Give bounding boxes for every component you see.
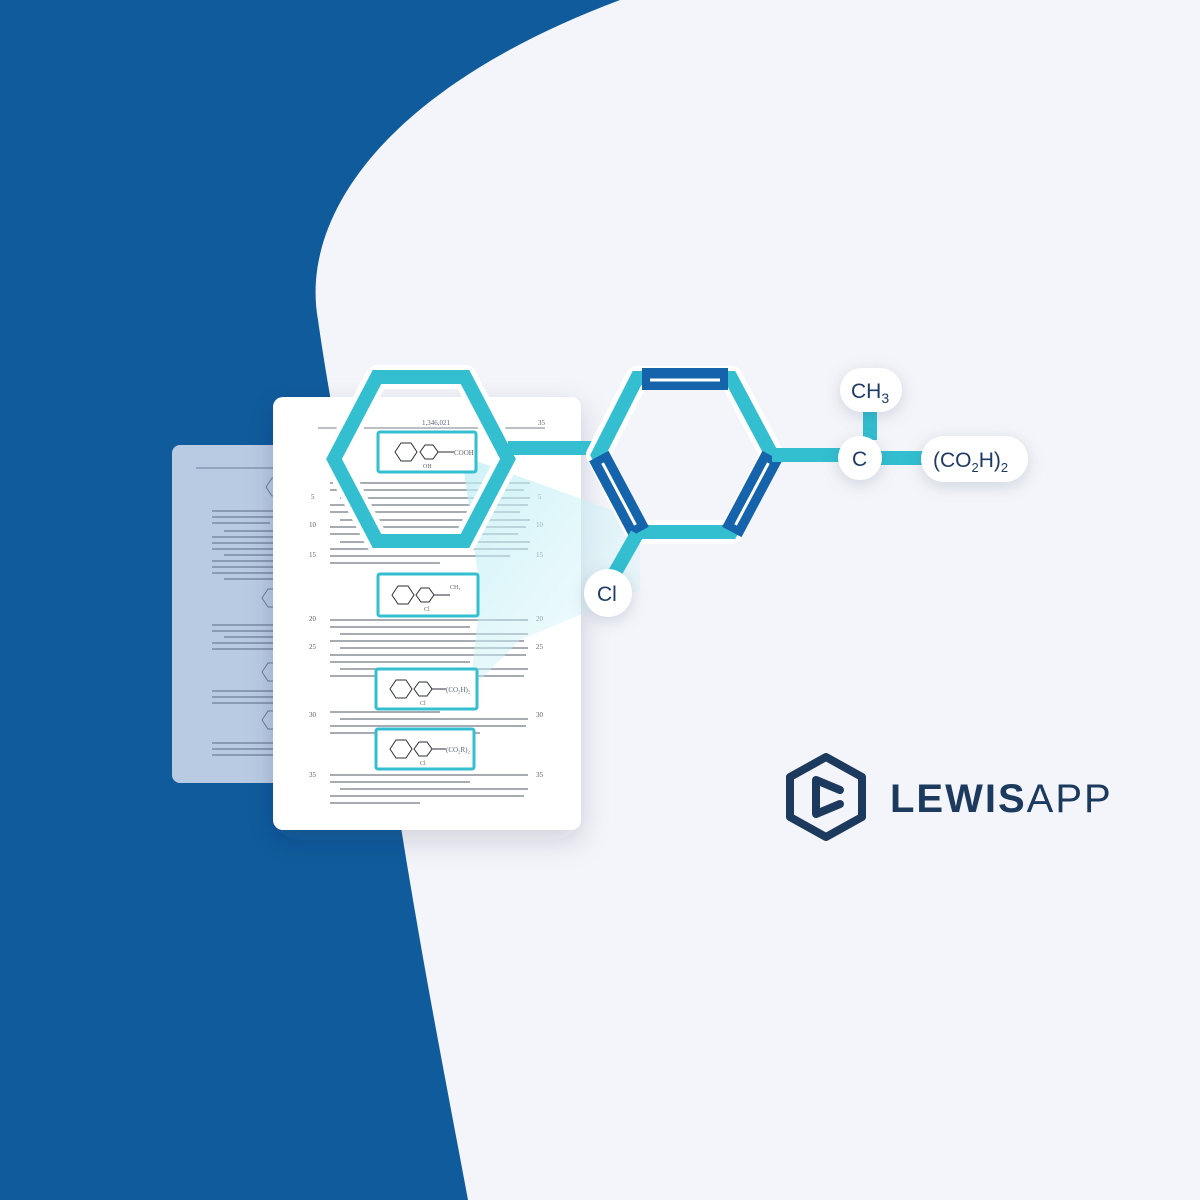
formula-box-2: CH₃ Cl — [376, 572, 480, 618]
patent-number: 1,346,021 — [422, 419, 451, 427]
left-ring — [322, 365, 520, 553]
logo-word-lewis: LEWIS — [890, 777, 1027, 821]
methyl-atom-label: CH3 — [840, 368, 902, 412]
lewisapp-logo: LEWISAPP — [786, 753, 1113, 841]
carboxyl-a: (CO — [933, 449, 972, 472]
line-number-35: 35 — [309, 771, 317, 779]
hexagon-logo-icon — [786, 753, 866, 841]
carbon-text: C — [852, 448, 867, 471]
line-number-20: 20 — [309, 615, 317, 623]
formula-4-substituent: Cl — [420, 761, 426, 767]
methyl-sub: 3 — [881, 390, 889, 406]
formula-3-substituent: Cl — [420, 701, 426, 707]
chlorine-text: Cl — [597, 583, 617, 606]
line-number-15: 15 — [309, 551, 317, 559]
double-bond-left — [589, 450, 649, 538]
formula-2-group: CH₃ — [450, 585, 460, 591]
line-number-right-25: 25 — [536, 643, 544, 651]
scan-beam — [462, 456, 640, 690]
svg-text:CH3: CH3 — [851, 380, 889, 406]
svg-text:(CO2H)2: (CO2H)2 — [933, 449, 1008, 475]
double-bond-top — [642, 368, 728, 390]
carboxyl-b: 2 — [972, 460, 979, 475]
formula-box-4: (CO₂R)₂ Cl — [374, 727, 476, 771]
carboxyl-d: 2 — [1001, 460, 1008, 475]
carboxyl-c: H) — [979, 449, 1001, 472]
line-number-25: 25 — [309, 643, 317, 651]
double-bond-right — [722, 450, 782, 538]
formula-4-group: (CO₂R)₂ — [446, 746, 470, 754]
methyl-main: CH — [851, 380, 881, 403]
line-number-10: 10 — [309, 521, 317, 529]
carbon-atom-label: C — [838, 436, 882, 480]
formula-1-group: COOH — [454, 449, 474, 457]
line-number-30: 30 — [309, 711, 317, 719]
chlorine-atom-label: Cl — [584, 569, 632, 617]
svg-text:LEWISAPP: LEWISAPP — [890, 777, 1113, 821]
formula-box-3: (CO₂H)₂ Cl — [374, 667, 479, 711]
formula-box-1: COOH OH — [376, 430, 478, 474]
formula-1-substituent: OH — [423, 464, 432, 470]
line-number-right-35: 35 — [536, 771, 544, 779]
page-number: 35 — [538, 419, 546, 427]
line-number-right-30: 30 — [536, 711, 544, 719]
line-number-5: 5 — [311, 493, 315, 501]
logo-word-app: APP — [1027, 777, 1113, 821]
formula-2-substituent: Cl — [424, 607, 430, 613]
formula-3-group: (CO₂H)₂ — [446, 686, 471, 694]
carboxyl-atom-label: (CO2H)2 — [921, 436, 1028, 482]
